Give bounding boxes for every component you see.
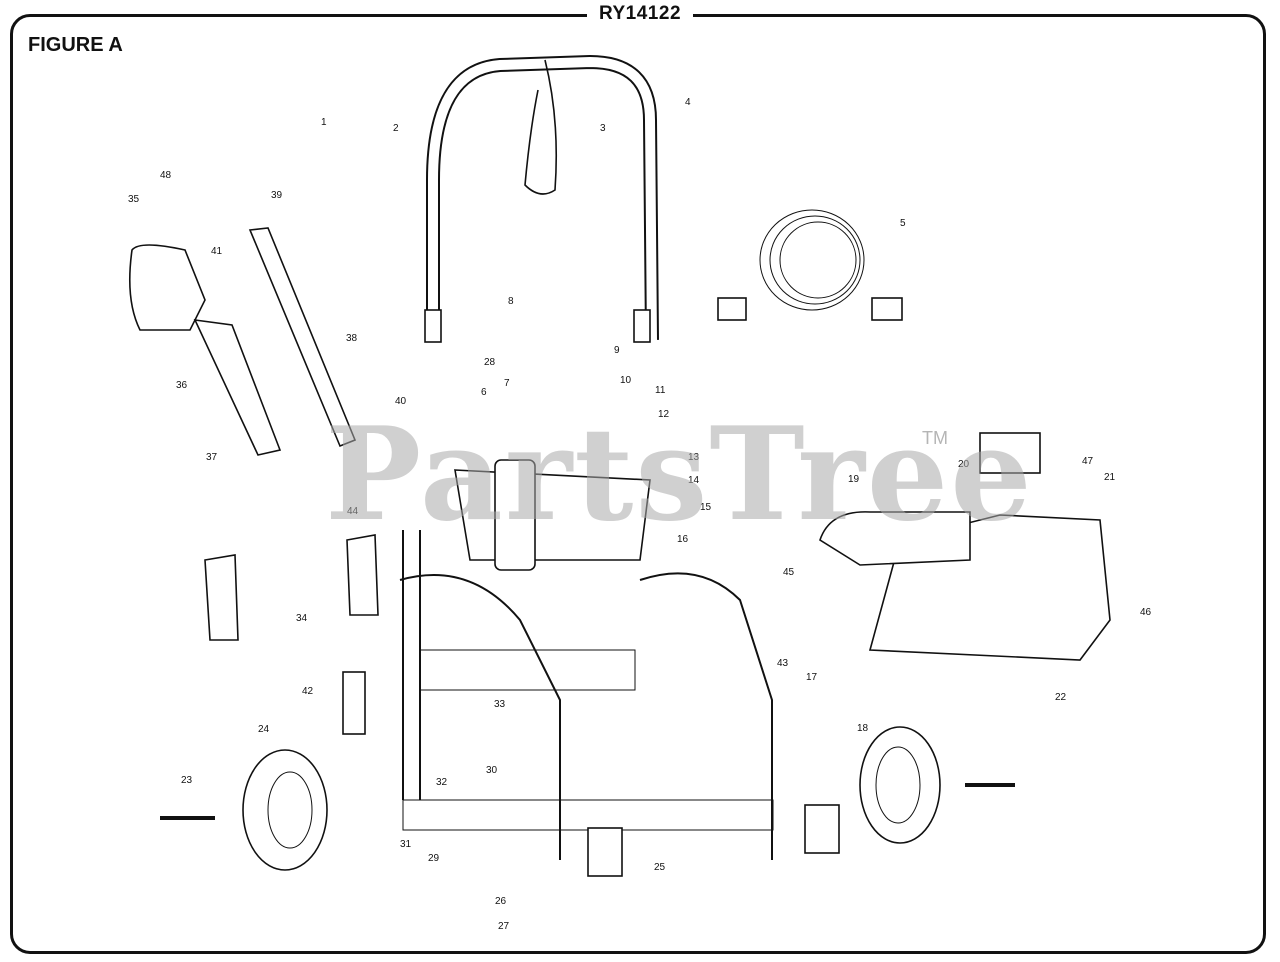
foot-left — [587, 827, 623, 877]
callout-5: 5 — [900, 218, 906, 229]
callout-43: 43 — [777, 658, 789, 669]
strap — [524, 59, 558, 195]
callout-30: 30 — [486, 765, 498, 776]
callout-47: 47 — [1082, 456, 1094, 467]
callout-44: 44 — [347, 506, 359, 517]
callout-29: 29 — [428, 853, 440, 864]
callout-15: 15 — [700, 502, 712, 513]
callout-37: 37 — [206, 452, 218, 463]
callout-11: 11 — [655, 385, 666, 396]
callout-24: 24 — [258, 724, 270, 735]
callout-39: 39 — [271, 190, 283, 201]
callout-35: 35 — [128, 194, 140, 205]
callout-28: 28 — [484, 357, 496, 368]
spray-gun — [128, 244, 282, 456]
main-frame — [399, 459, 774, 860]
wand — [248, 227, 357, 448]
callout-23: 23 — [181, 775, 193, 786]
callout-19: 19 — [848, 474, 860, 485]
callout-25: 25 — [654, 862, 666, 873]
callout-42: 42 — [302, 686, 314, 697]
callout-48: 48 — [160, 170, 172, 181]
callout-41: 41 — [211, 246, 223, 257]
watermark-tm: TM — [922, 428, 948, 448]
foot-right — [804, 804, 840, 854]
callout-21: 21 — [1104, 472, 1116, 483]
callout-14: 14 — [688, 475, 700, 486]
callout-17: 17 — [806, 672, 818, 683]
holder-34b — [346, 534, 379, 616]
callout-18: 18 — [857, 723, 869, 734]
motor-pump-assembly — [819, 511, 1111, 661]
callout-22: 22 — [1055, 692, 1067, 703]
callout-8: 8 — [508, 296, 514, 307]
figure-label: FIGURE A — [28, 34, 123, 56]
holder-34 — [204, 554, 239, 641]
callout-27: 27 — [498, 921, 510, 932]
label-20 — [979, 432, 1041, 474]
callout-10: 10 — [620, 375, 632, 386]
callout-31: 31 — [400, 839, 412, 850]
callout-7: 7 — [504, 378, 510, 389]
handle-assembly — [424, 54, 659, 343]
wheel-right — [859, 726, 941, 844]
callout-16: 16 — [677, 534, 689, 545]
callout-1: 1 — [321, 117, 327, 128]
callout-2: 2 — [393, 123, 399, 134]
callout-36: 36 — [176, 380, 188, 391]
callout-45: 45 — [783, 567, 795, 578]
callout-6: 6 — [481, 387, 487, 398]
callout-20: 20 — [958, 459, 970, 470]
callout-46: 46 — [1140, 607, 1152, 618]
callout-4: 4 — [685, 97, 691, 108]
wheel-left — [242, 749, 328, 871]
hose-coil — [717, 209, 903, 321]
callout-38: 38 — [346, 333, 358, 344]
callout-3: 3 — [600, 123, 606, 134]
callout-40: 40 — [395, 396, 407, 407]
callout-26: 26 — [495, 896, 507, 907]
model-number-title: RY14122 — [0, 3, 1280, 25]
label-42 — [342, 671, 366, 735]
callout-13: 13 — [688, 452, 700, 463]
callout-33: 33 — [494, 699, 506, 710]
callout-32: 32 — [436, 777, 448, 788]
callout-12: 12 — [658, 409, 670, 420]
callout-34: 34 — [296, 613, 308, 624]
callout-9: 9 — [614, 345, 620, 356]
